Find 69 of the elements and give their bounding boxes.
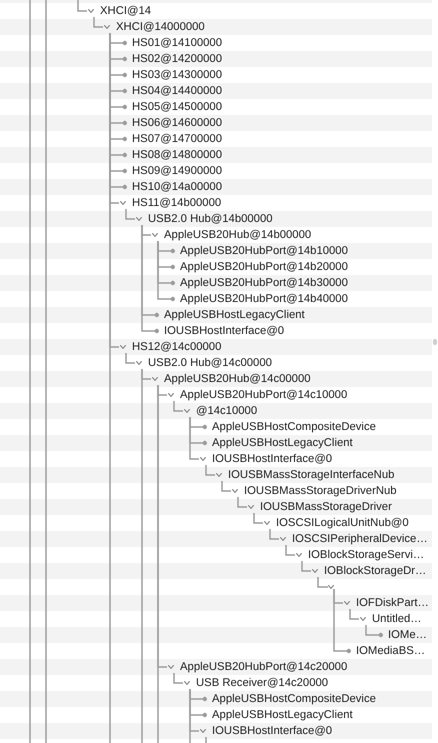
tree-item-label: AppleUSB20HubPort@14c20000 [180, 661, 348, 673]
connector-line [77, 0, 87, 12]
connector-line [125, 353, 135, 364]
tree-item-label: AppleUSB20Hub@14b00000 [164, 229, 312, 241]
tree-item-label: IOUSBMassStorageDriver [260, 501, 392, 513]
connector-line [349, 609, 359, 620]
connector-line [317, 577, 328, 588]
connector-line [141, 369, 143, 743]
tree-item-label: IOUSBMassStorageInterfaceNub [228, 469, 394, 481]
tree-item-label: USB Receiver@14c20000 [196, 677, 328, 689]
connector-line [221, 481, 231, 492]
tree-item-label: HS03@14300000 [127, 69, 222, 81]
tree-item-label: AppleUSBHostLegacyClient [207, 709, 353, 721]
tree-item-label: HS05@14500000 [127, 101, 222, 113]
connector-line [365, 625, 383, 638]
tree-item-label: HS12@14c00000 [132, 341, 222, 353]
tree-item-label: HS04@14400000 [127, 85, 222, 97]
tree-item-label: HS09@14900000 [127, 165, 222, 177]
connector-line [237, 497, 247, 508]
connector-line [333, 589, 351, 654]
tree-item-label: IOBlockStorageServi… [308, 549, 424, 561]
tree-item-label: AppleUSB20HubPort@14c10000 [180, 389, 348, 401]
connector-line [189, 417, 199, 460]
connector-line [301, 561, 311, 572]
tree-item-label: AppleUSB20Hub@14c00000 [164, 373, 311, 385]
connector-line [253, 513, 263, 524]
tree-item-label: XHCI@14000000 [116, 21, 205, 33]
connector-line [269, 529, 279, 540]
connector-line [157, 241, 175, 302]
tree-item-label: IOSCSIPeripheralDevice… [292, 533, 428, 545]
connector-line [93, 17, 103, 28]
tree-item-label: AppleUSBHostLegacyClient [207, 437, 353, 449]
tree-item-label: HS07@14700000 [127, 133, 222, 145]
connector-line [205, 465, 215, 476]
connector-line [157, 385, 159, 743]
tree-item-label: IOUSBMassStorageDriverNub [244, 485, 397, 497]
tree-item-label: IOMediaBS… [351, 645, 426, 657]
tree-item-label: HS08@14800000 [127, 149, 222, 161]
tree-item-label: HS01@14100000 [127, 37, 222, 49]
tree-item-label: AppleUSBHostCompositeDevice [207, 421, 376, 433]
tree-item-label: AppleUSBHostLegacyClient [159, 309, 305, 321]
tree-item-label: HS02@14200000 [127, 53, 222, 65]
tree-item-label: USB2.0 Hub@14b00000 [148, 213, 273, 225]
tree-item-label: IOUSBHostInterface@0 [212, 453, 332, 465]
tree-item-label: AppleUSB20HubPort@14b10000 [175, 245, 348, 257]
tree-item-label: IOFDiskPart… [356, 597, 429, 609]
connector-line [173, 401, 183, 412]
connector-line [189, 689, 191, 743]
tree-item-label: AppleUSB20HubPort@14b40000 [175, 293, 348, 305]
tree-item-label: IOBlockStorageDr… [324, 565, 426, 577]
tree-item-label: AppleUSB20HubPort@14b20000 [175, 261, 348, 273]
tree-item-label: HS06@14600000 [127, 117, 222, 129]
tree-item-label: HS10@14a00000 [127, 181, 222, 193]
tree-item-label: IOMe… [383, 629, 427, 641]
tree-item-label: AppleUSB20HubPort@14b30000 [175, 277, 348, 289]
connector-line [173, 673, 183, 684]
chevron-down-icon [328, 585, 334, 589]
tree-item-label: @14c10000 [196, 405, 258, 417]
connector-line [205, 737, 207, 743]
tree-item-label: HS11@14b00000 [132, 197, 222, 209]
tree-item-label: USB2.0 Hub@14c00000 [148, 357, 272, 369]
tree-item-label: Untitled… [372, 613, 422, 625]
tree-item-label: IOUSBHostInterface@0 [159, 325, 284, 337]
tree-item-label: AppleUSBHostCompositeDevice [207, 693, 376, 705]
connector-line [125, 209, 135, 220]
tree-item-label: IOSCSILogicalUnitNub@0 [276, 517, 409, 529]
tree-item-label: IOUSBHostInterface@0 [212, 725, 332, 737]
connector-line [285, 545, 295, 556]
tree-item-label: XHCI@14 [100, 5, 152, 17]
